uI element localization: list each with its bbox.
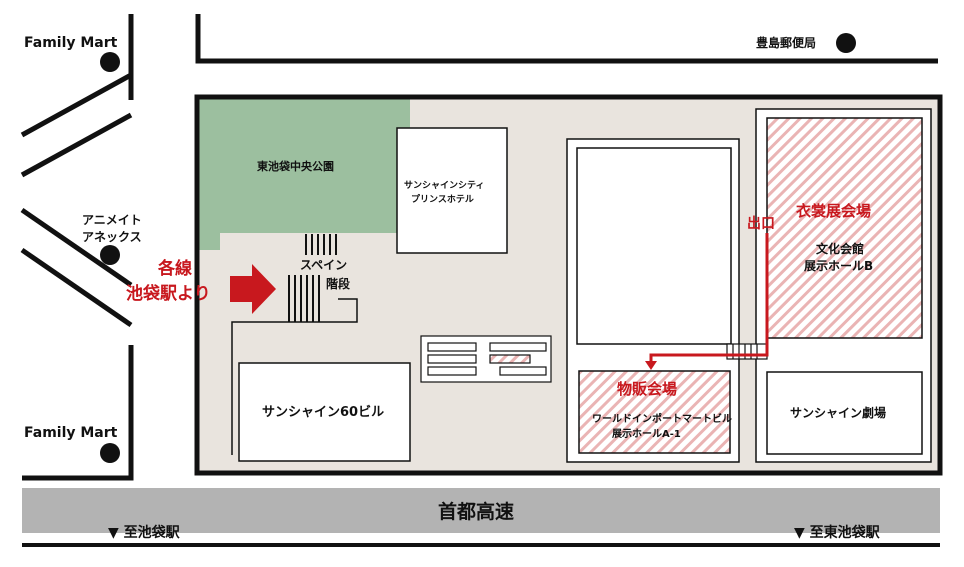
- post-office-label: 豊島郵便局: [756, 35, 816, 50]
- stairs-label-line2: 階段: [326, 276, 351, 291]
- family-mart-top-label: Family Mart: [24, 35, 118, 51]
- park-area: [199, 99, 410, 250]
- expressway-band: [22, 488, 940, 533]
- wit-tower: [576, 147, 732, 345]
- wit-label-line2: 展示ホールA-1: [612, 428, 681, 440]
- connecting-bridge: [726, 343, 768, 360]
- theater-building: [766, 371, 923, 455]
- route-label-line2: 池袋駅より: [126, 283, 211, 304]
- post-office-marker-icon: [836, 33, 856, 53]
- family-mart-bottom-label: Family Mart: [24, 425, 118, 441]
- hotel-building: [396, 127, 508, 254]
- exit-label: 出口: [747, 215, 775, 232]
- hotel-label-line2: プリンスホテル: [411, 193, 474, 205]
- route-arrow-icon: [230, 264, 276, 314]
- bunka-label-line2: 展示ホールB: [804, 259, 873, 273]
- store-marker-icon: [100, 245, 120, 265]
- to-ikebukuro-label: ▼ 至池袋駅: [108, 524, 181, 541]
- sunshine60-building: [238, 362, 411, 462]
- sunshine60-label: サンシャイン60ビル: [262, 404, 384, 420]
- park-label: 東池袋中央公園: [257, 159, 334, 173]
- top-road: [195, 14, 938, 64]
- wit-label-line1: ワールドインポートマートビル: [592, 412, 732, 425]
- stairs-label-line1: スペイン: [300, 258, 347, 272]
- theater-label: サンシャイン劇場: [790, 405, 886, 420]
- animate-label-line1: アニメイト: [82, 213, 142, 227]
- costume-hall-area: [766, 117, 923, 339]
- exit-route: [649, 233, 769, 363]
- store-marker-icon: [100, 52, 120, 72]
- store-marker-icon: [100, 443, 120, 463]
- bunka-label-line1: 文化会館: [816, 241, 864, 256]
- merch-hall-label: 物販会場: [617, 380, 677, 398]
- south-road-line: [22, 543, 940, 547]
- expressway-label: 首都高速: [438, 500, 514, 523]
- walkway-outline: [231, 298, 358, 455]
- costume-hall-label: 衣裳展会場: [796, 202, 871, 220]
- animate-label-line2: アネックス: [82, 230, 142, 244]
- center-structure: [420, 335, 552, 383]
- hotel-label-line1: サンシャインシティ: [404, 180, 484, 191]
- merch-hall-area: [578, 370, 731, 454]
- spanish-stairs: [288, 234, 337, 322]
- to-higashi-ikebukuro-label: ▼ 至東池袋駅: [794, 524, 881, 541]
- exit-arrow-icon: [645, 361, 657, 370]
- left-streets: [20, 14, 134, 481]
- route-label-line1: 各線: [157, 258, 192, 279]
